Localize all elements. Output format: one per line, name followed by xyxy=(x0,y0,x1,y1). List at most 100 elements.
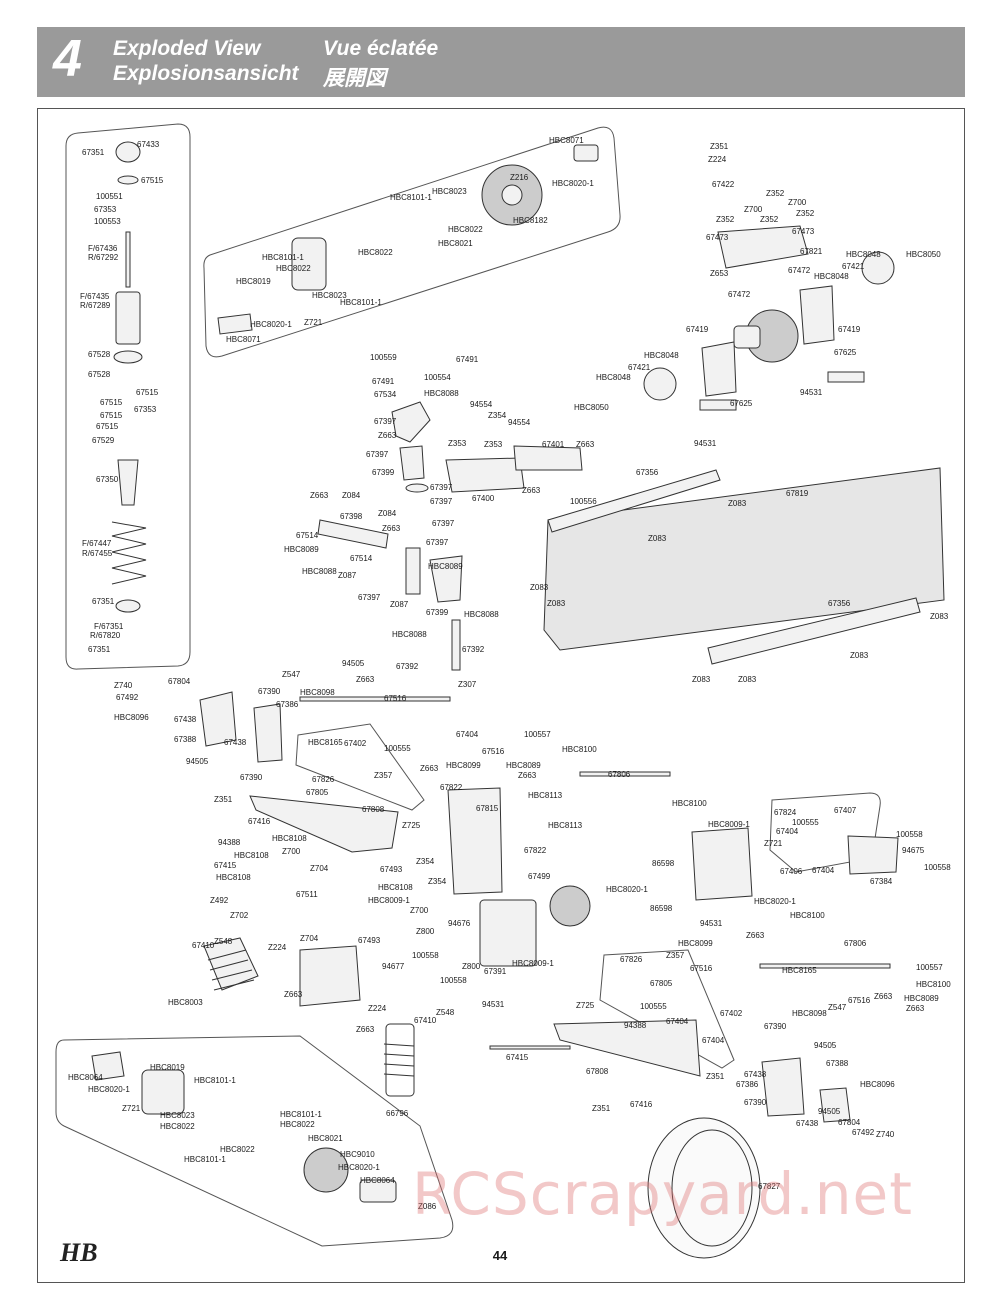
part-number-label: Z700 xyxy=(282,847,301,856)
part-number-label: R/67292 xyxy=(88,253,119,262)
part-number-label: Z547 xyxy=(282,670,301,679)
part-number-label: HBC8088 xyxy=(464,610,499,619)
part-number-label: 67390 xyxy=(258,687,281,696)
wheel-inner xyxy=(671,1129,753,1247)
part-number-label: HBC8101-1 xyxy=(262,253,304,262)
title-german: Explosionsansicht xyxy=(113,62,299,85)
shock-oring xyxy=(117,175,139,185)
rear-lower-arm-right xyxy=(553,1019,701,1077)
part-number-label: 67422 xyxy=(712,180,735,189)
part-number-label: 67404 xyxy=(776,827,799,836)
part-number-label: R/67455 xyxy=(82,549,113,558)
part-number-label: Z548 xyxy=(436,1008,455,1017)
part-number-label: HBC8100 xyxy=(916,980,951,989)
part-number-label: Z083 xyxy=(738,675,757,684)
part-number-label: HBC8023 xyxy=(432,187,467,196)
part-number-label: HBC8101-1 xyxy=(184,1155,226,1164)
part-number-label: 67516 xyxy=(848,996,871,1005)
part-number-label: 67438 xyxy=(174,715,197,724)
part-number-label: 67515 xyxy=(136,388,159,397)
front-turnbuckle-right xyxy=(759,963,891,969)
part-number-label: 100557 xyxy=(524,730,551,739)
part-number-label: 100558 xyxy=(412,951,439,960)
part-number-label: HBC8020-1 xyxy=(250,320,292,329)
part-number-label: 67822 xyxy=(440,783,463,792)
part-number-label: 67534 xyxy=(374,390,397,399)
part-number-label: HBC8098 xyxy=(792,1009,827,1018)
part-number-label: 67804 xyxy=(168,677,191,686)
front-diff-outdrive xyxy=(91,1051,125,1081)
rear-diff-hub xyxy=(733,325,761,349)
part-number-label: 67421 xyxy=(628,363,651,372)
part-number-label: HBC8021 xyxy=(308,1134,343,1143)
part-number-label: HBC8020-1 xyxy=(606,885,648,894)
watermark: RCScrapyard.net xyxy=(412,1160,913,1228)
part-number-label: 67625 xyxy=(730,399,753,408)
part-number-label: 67819 xyxy=(786,489,809,498)
part-number-label: 94677 xyxy=(382,962,405,971)
part-number-label: 67407 xyxy=(834,806,857,815)
part-number-label: Z740 xyxy=(876,1130,895,1139)
part-number-label: 67491 xyxy=(372,377,395,386)
part-number-label: 100555 xyxy=(792,818,819,827)
part-number-label: HBC8009-1 xyxy=(708,820,750,829)
part-number-label: HBC8099 xyxy=(678,939,713,948)
steering-rack xyxy=(317,519,389,549)
part-number-label: Z704 xyxy=(310,864,329,873)
part-number-label: 67353 xyxy=(134,405,157,414)
part-number-label: Z547 xyxy=(828,1003,847,1012)
rear-brace xyxy=(699,399,737,411)
part-number-label: 100556 xyxy=(570,497,597,506)
shock-group-outline xyxy=(65,123,191,670)
part-number-label: Z216 xyxy=(510,173,529,182)
part-number-label: HBC8165 xyxy=(782,966,817,975)
part-number-label: 67416 xyxy=(630,1100,653,1109)
part-number-label: 94388 xyxy=(218,838,241,847)
front-hub-carrier-left xyxy=(199,691,237,747)
center-diff-outdrive xyxy=(217,313,253,335)
part-number-label: 67404 xyxy=(812,866,835,875)
part-number-label: HBC8108 xyxy=(378,883,413,892)
part-number-label: Z084 xyxy=(378,509,397,518)
rear-diff-mount-left xyxy=(701,341,737,397)
part-number-label: Z354 xyxy=(428,877,447,886)
part-number-label: 67472 xyxy=(788,266,811,275)
part-number-label: 67515 xyxy=(96,422,119,431)
part-number-label: 100553 xyxy=(94,217,121,226)
steering-link-plate xyxy=(513,445,583,471)
front-bulkhead xyxy=(447,787,503,895)
part-number-label: Z725 xyxy=(576,1001,595,1010)
shock-boot xyxy=(117,459,139,506)
part-number-label: 94531 xyxy=(800,388,823,397)
part-number-label: HBC8099 xyxy=(446,761,481,770)
part-number-label: 67492 xyxy=(852,1128,875,1137)
shock-collar xyxy=(113,350,143,364)
part-number-label: Z086 xyxy=(418,1202,437,1211)
part-number-label: HBC8100 xyxy=(790,911,825,920)
part-number-label: HBC8101-1 xyxy=(194,1076,236,1085)
part-number-label: Z354 xyxy=(488,411,507,420)
part-number-label: HBC8048 xyxy=(596,373,631,382)
part-number-label: 67351 xyxy=(88,645,111,654)
front-gearbox xyxy=(479,899,537,967)
part-number-label: HBC8089 xyxy=(506,761,541,770)
part-number-label: 100555 xyxy=(640,1002,667,1011)
part-number-label: HBC8022 xyxy=(448,225,483,234)
part-number-label: 94531 xyxy=(694,439,717,448)
right-outdrive xyxy=(573,144,599,162)
part-number-label: Z700 xyxy=(788,198,807,207)
part-number-label: 86598 xyxy=(650,904,673,913)
part-number-label: 67499 xyxy=(528,872,551,881)
part-number-label: 94531 xyxy=(482,1000,505,1009)
part-number-label: Z087 xyxy=(338,571,357,580)
part-number-label: HBC8101-1 xyxy=(340,298,382,307)
part-number-label: 67390 xyxy=(744,1098,767,1107)
part-number-label: 67353 xyxy=(94,205,117,214)
part-number-label: 67351 xyxy=(82,148,105,157)
part-number-label: 67493 xyxy=(358,936,381,945)
part-number-label: 94676 xyxy=(448,919,471,928)
part-number-label: Z663 xyxy=(284,990,303,999)
center-diff-case xyxy=(291,237,327,291)
part-number-label: HBC8101-1 xyxy=(280,1110,322,1119)
part-number-label: Z307 xyxy=(458,680,477,689)
